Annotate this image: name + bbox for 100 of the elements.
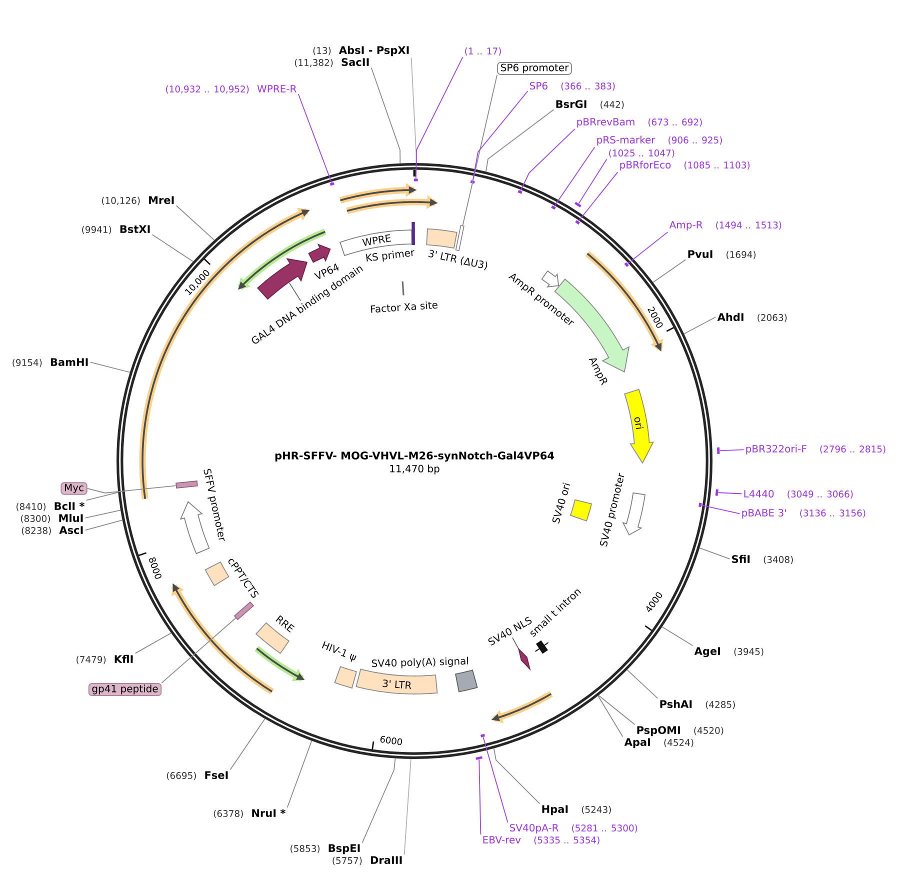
enzyme-label: SacII xyxy=(342,58,369,66)
primer-mark xyxy=(624,262,629,267)
primer-label: pBABE 3' xyxy=(742,508,786,518)
leader-line xyxy=(410,57,418,164)
primer-mark xyxy=(575,220,580,225)
enzyme-label: KflI xyxy=(114,654,133,663)
position-label: (3049 .. 3066) xyxy=(788,490,853,499)
leader-line xyxy=(699,547,730,560)
enzyme-label: SfiI xyxy=(732,554,750,564)
primer-mark xyxy=(698,502,702,508)
position-label: (366 .. 383) xyxy=(561,82,615,91)
leader-line xyxy=(662,626,694,646)
leader-line xyxy=(578,158,608,204)
position-label: (9154) xyxy=(12,358,42,368)
position-label: (8300) xyxy=(20,514,50,524)
enzyme-label: BclI * xyxy=(54,502,84,510)
leader-line xyxy=(152,234,194,262)
feature-tag: gp41 peptide xyxy=(88,682,162,696)
position-label: (10,126) xyxy=(102,196,140,206)
enzyme-label: MreI xyxy=(149,196,174,204)
primer-mark xyxy=(715,489,718,496)
primer-mark xyxy=(574,202,582,208)
feature-block: ori xyxy=(624,388,654,464)
primer-mark xyxy=(717,447,720,454)
position-label: (6378) xyxy=(214,810,243,818)
feature-bar xyxy=(455,225,464,252)
primer-label: pRS-marker xyxy=(597,136,656,146)
map-title: pHR-SFFV- MOG-VHVL-M26-synNotch-Gal4VP64 xyxy=(275,451,554,462)
leader-line xyxy=(598,695,624,738)
position-label: (906 .. 925) xyxy=(668,136,722,145)
position-label: (5757) xyxy=(332,856,362,866)
feature-tag: Myc xyxy=(60,482,88,495)
enzyme-label: MluI xyxy=(59,514,83,522)
enzyme-label: BstXI xyxy=(120,225,150,234)
position-label: (4285) xyxy=(706,700,735,710)
leader-line xyxy=(598,694,636,725)
position-label: (2063) xyxy=(758,314,787,322)
position-label: (4524) xyxy=(664,738,694,748)
enzyme-label: HpaI xyxy=(542,805,568,816)
enzyme-label: DraIII xyxy=(370,856,402,864)
leader-line xyxy=(90,362,130,373)
leader-line xyxy=(578,172,618,222)
position-label: (4520) xyxy=(694,726,724,736)
leader-line xyxy=(415,56,464,179)
enzyme-label: BamHI xyxy=(50,358,88,366)
leader-line xyxy=(719,449,744,452)
feature-box: 3' LTR xyxy=(356,668,438,694)
position-label: (11,382) xyxy=(294,58,333,68)
feature-label: SV40 promoter xyxy=(600,472,624,547)
enzyme-label: PshAI xyxy=(660,700,692,708)
position-label: (7479) xyxy=(76,656,106,664)
primer-mark xyxy=(470,180,475,184)
leader-line xyxy=(362,758,396,844)
primer-label: pBRforEco xyxy=(620,160,671,170)
leader-line xyxy=(86,485,176,494)
leader-line xyxy=(627,232,668,264)
feature-label: SV40 poly(A) signal xyxy=(372,656,468,668)
feature-tag: SP6 promoter xyxy=(497,62,572,75)
leader-line xyxy=(404,758,412,856)
enzyme-label: NruI * xyxy=(252,809,286,818)
leader-line xyxy=(230,718,266,770)
leader-line xyxy=(701,504,740,514)
primer-mark xyxy=(551,205,556,210)
scale-label: 8000 xyxy=(149,557,162,579)
enzyme-label: PspOMI xyxy=(637,726,680,736)
primer-label: Amp-R xyxy=(669,221,702,230)
feature-label: Factor Xa site xyxy=(370,301,438,313)
leader-line xyxy=(718,492,742,494)
primer-mark xyxy=(518,190,522,194)
primer-mark xyxy=(480,734,485,738)
leader-line xyxy=(161,618,236,684)
primer-label: WPRE-R xyxy=(257,85,296,92)
leader-line xyxy=(478,759,482,835)
enzyme-label: ApaI xyxy=(624,738,650,748)
position-label: (5281 .. 5300) xyxy=(572,824,638,833)
leader-line xyxy=(520,128,576,191)
position-label: (10,932 .. 10,952) xyxy=(166,85,249,94)
primer-label: SV40pA-R xyxy=(510,824,558,834)
feature-label: 3' LTR (ΔU3) xyxy=(428,250,488,270)
primer-mark xyxy=(330,182,334,186)
primer-mark xyxy=(414,178,418,182)
leader-line xyxy=(84,520,123,531)
primer-label: pBRrevBam xyxy=(577,118,634,128)
feature-label: SV40 ori xyxy=(552,482,570,524)
position-label: (8238) xyxy=(22,526,51,536)
position-label: (1494 .. 1513) xyxy=(716,221,782,230)
position-label: (673 .. 692) xyxy=(648,118,702,127)
primer-label: EBV-rev xyxy=(483,836,521,844)
leader-line xyxy=(472,90,528,181)
leader-line xyxy=(134,632,172,654)
position-label: (3136 .. 3156) xyxy=(800,509,866,518)
position-label: (442) xyxy=(600,100,624,110)
enzyme-label: AgeI xyxy=(694,647,720,658)
leader-line xyxy=(86,492,119,501)
leader-line xyxy=(493,748,540,804)
enzyme-label: AbsI - PspXI xyxy=(338,46,409,56)
position-label: (5243) xyxy=(582,806,611,814)
position-label: (2796 .. 2815) xyxy=(820,445,886,454)
leader-line xyxy=(482,736,508,823)
position-label: (5335 .. 5354) xyxy=(534,836,600,845)
